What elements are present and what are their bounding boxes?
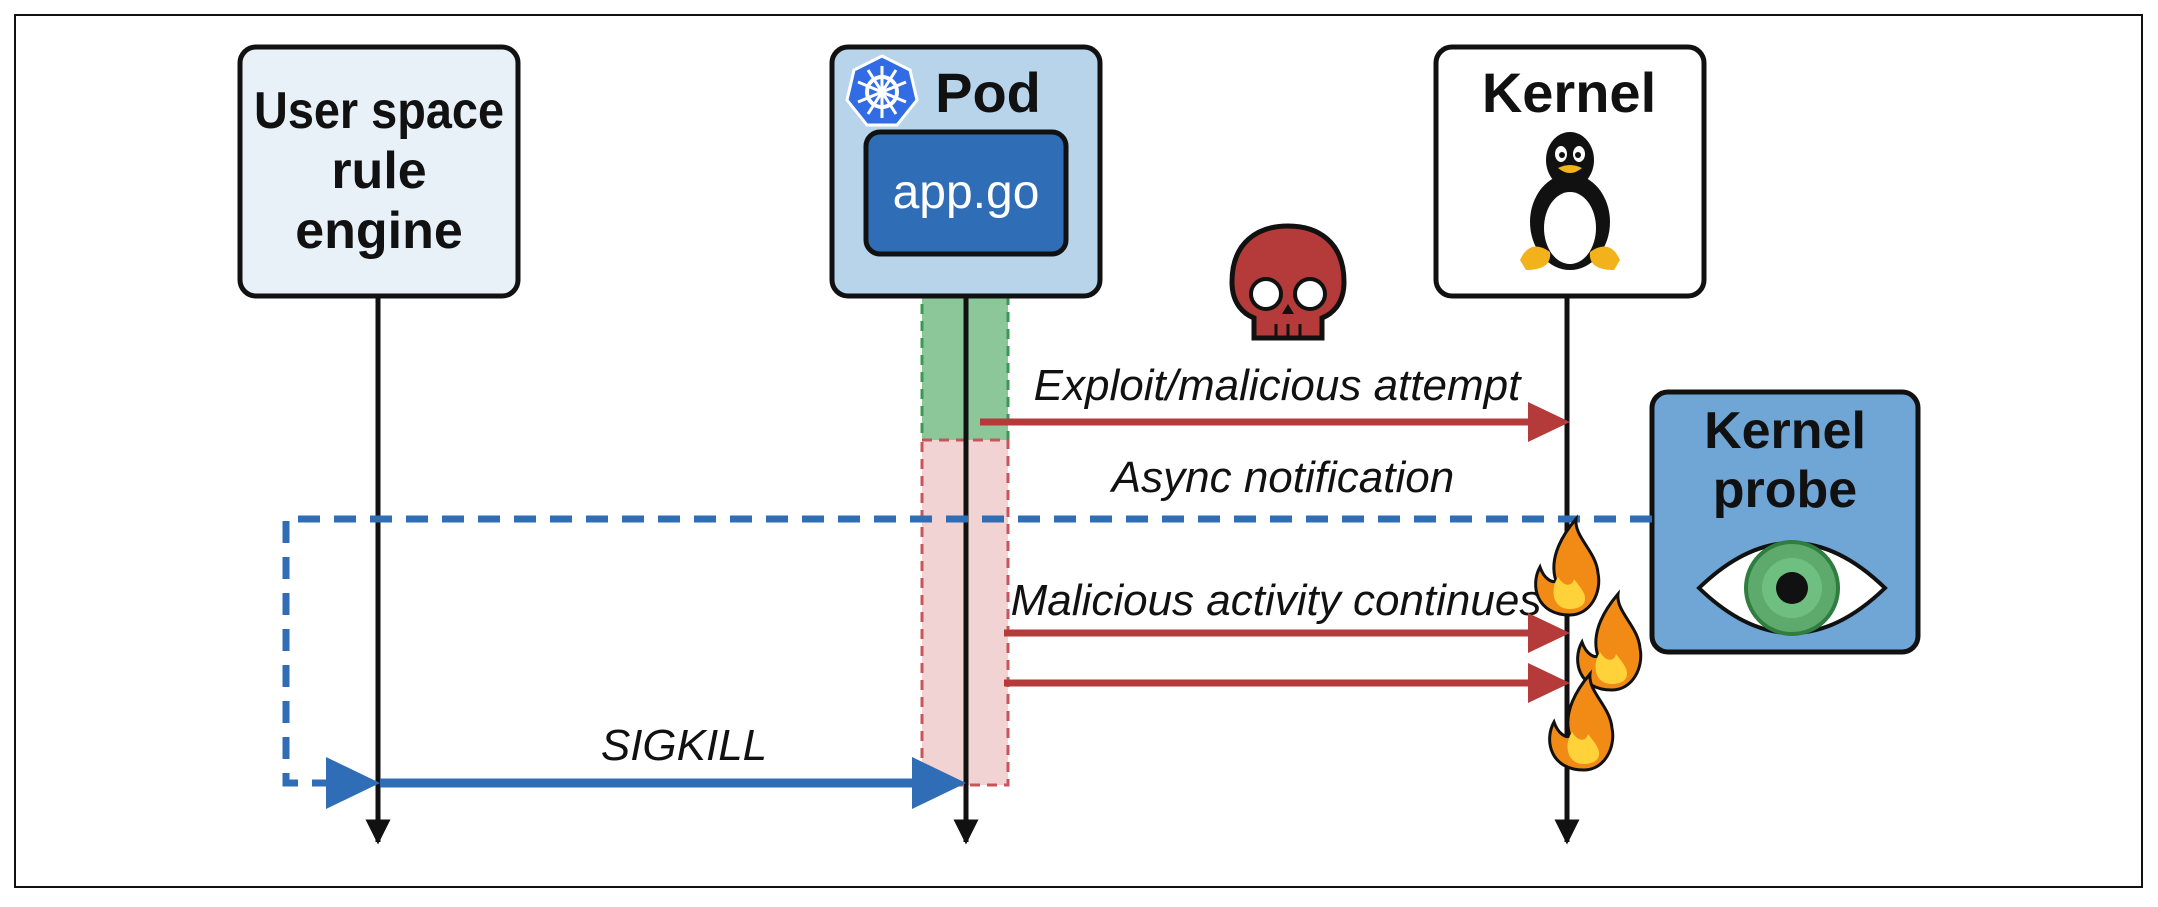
exploit-arrow-head xyxy=(1528,402,1570,442)
sigkill-message-label: SIGKILL xyxy=(601,721,767,770)
flame-icon xyxy=(1548,669,1615,772)
continues-message-label: Malicious activity continues xyxy=(1011,576,1542,625)
flame-icon xyxy=(1534,514,1601,617)
app-label: app.go xyxy=(893,166,1040,219)
exploit-message-label: Exploit/malicious attempt xyxy=(1034,361,1522,410)
pod-label: Pod xyxy=(935,61,1041,124)
continues-arrow1-head xyxy=(1528,613,1570,653)
async-notification-path xyxy=(282,515,1652,787)
eye-icon xyxy=(1696,540,1888,636)
user-engine-label-line1: User space xyxy=(254,82,504,140)
user-engine-label-line3: engine xyxy=(295,202,463,260)
async-message-label: Async notification xyxy=(1109,453,1454,502)
app-box xyxy=(863,129,1069,257)
continues-arrow2-head xyxy=(1528,663,1570,703)
user-engine-label-line2: rule xyxy=(331,142,426,200)
kubernetes-icon xyxy=(845,54,919,127)
user-engine-box xyxy=(237,44,521,299)
flame-icon xyxy=(1576,589,1643,692)
kernel-probe-label-line1: Kernel xyxy=(1704,402,1866,460)
tux-penguin-icon xyxy=(1520,132,1620,270)
kernel-label: Kernel xyxy=(1482,61,1656,124)
sigkill-arrow-head xyxy=(912,757,966,809)
async-arrow-head xyxy=(326,757,380,809)
kernel-probe-label-line2: probe xyxy=(1713,461,1857,519)
skull-icon xyxy=(1229,223,1347,341)
